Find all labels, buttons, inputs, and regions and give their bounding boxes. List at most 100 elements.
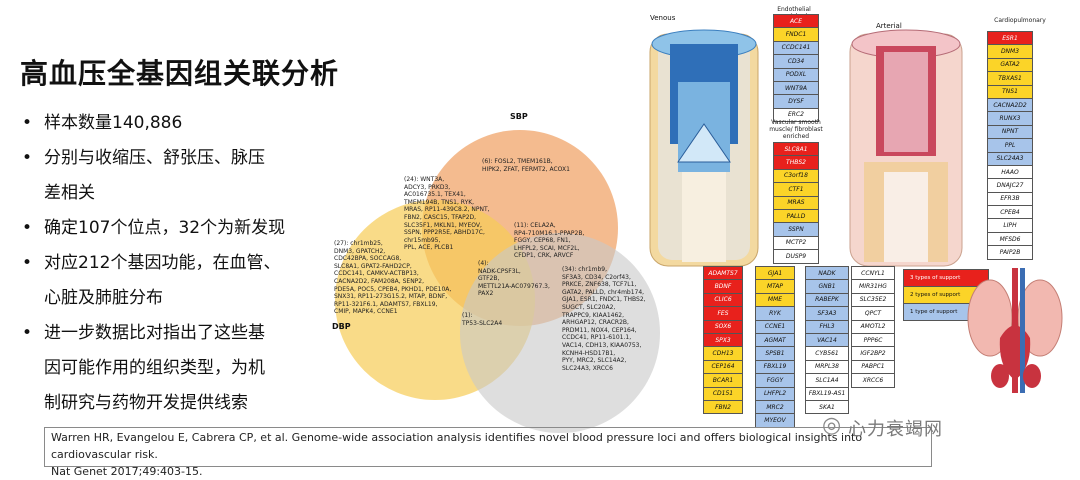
bullet-item: •样本数量140,886 [20,106,320,141]
gene-cell: MRAS [773,195,819,210]
venn-gene-line: (11): CELA2A, [514,222,556,229]
gene-cell: LHFPL2 [755,386,795,401]
gene-cell: IGF2BP2 [851,346,895,361]
gene-cell: MRC2 [755,399,795,415]
gene-cell: XRCC6 [851,373,895,388]
venn-gene-line: chr15mb95, [404,236,441,244]
gene-cell: EFR3B [987,191,1033,207]
gene-cell: ADAMTS7 [703,266,743,281]
gene-cell: GNB1 [805,279,849,294]
gene-cell: SF3A3 [805,306,849,321]
bullet-text: 因可能作用的组织类型，为机 [44,358,265,378]
venn-gene-line: TP53-SLC2A4 [462,319,503,327]
venn-gene-line: PDE5A, POC5, CPEB4, PKHD1, PDE10A, [334,285,452,293]
bullet-text: 差相关 [44,183,95,203]
gene-cell: ESR1 [987,31,1033,46]
gene-cell: SLC35E2 [851,292,895,308]
bullet-text: 确定107个位点，32个为新发现 [44,218,286,238]
venn-gene-line: SLC8A1, GPAT2-FAHD2CP, [334,262,412,270]
gene-cell: QPCT [851,306,895,321]
gene-cell: SOX6 [703,319,743,334]
bullet-item: •对应212个基因功能，在血管、 [20,246,320,281]
venn-gene-line: SF3A3, CD34, C2orf43, [562,273,631,281]
gene-cell: PODXL [773,67,819,82]
vessel-illustrations [649,29,963,267]
gene-cell: AMOTL2 [851,319,895,334]
gene-cell: PPP6C [851,332,895,348]
gene-cell: MTAP [755,279,795,294]
gene-cell: BDNF [703,279,743,294]
gene-cell: CACNA2D2 [987,97,1033,113]
venn-gene-line: CMIP, MAPK4, CCNE1 [334,308,398,316]
venn-gene-line: GATA2, PALLD, chr4mb174, [562,288,645,296]
venous-vessel-illustration [649,29,759,267]
gene-cell: CD34 [773,54,819,69]
heart-lung-illustration [967,268,1063,393]
venn-region-sbp-dbp: (24): WNT3A,ADCY3, PRKD3,AC016735.1, TEX… [404,176,514,252]
venn-gene-line: FBN2, CASC15, TFAP2D, [404,213,477,221]
gene-cell: AGMAT [755,332,795,348]
gene-cell: SSPN [773,222,819,237]
gene-cell: ERC2 [773,107,819,123]
gene-cell: MIR31HG [851,279,895,294]
venn-gene-line: PRDM11, NOX4, CEP164, CCDC41, RP11-6101.… [562,326,637,342]
brand-watermark: 心力衰竭网 [848,419,943,440]
venn-gene-line: MRAS, RP11-439C8.2, NPNT, [404,206,490,214]
venn-gene-line: PYY, MRC2, SLC14A2, [562,357,627,365]
bullet-item: 差相关 [20,176,320,211]
bullet-item: •分别与收缩压、舒张压、脉压 [20,141,320,176]
venn-gene-line: LHFPL2, SCAI, MCF2L, [514,244,580,252]
gene-cell: SPSB1 [755,346,795,361]
cardiopulmonary-header: Cardiopulmonary [994,17,1046,24]
gene-cell: PABPC1 [851,359,895,375]
gene-cell: FHL3 [805,319,849,334]
gene-cell: NADK [805,266,849,281]
bullet-text: 分别与收缩压、舒张压、脉压 [44,148,265,168]
venn-gene-line: PRKCE, ZNF638, TCF7L1, [562,281,637,289]
venn-gene-line: (24): WNT3A, [404,176,445,183]
venn-gene-line: SSPN, PPP2R5E, ABHD17C, [404,229,485,237]
bullet-text: 制研究与药物开发提供线索 [44,393,248,413]
bullet-text: 心脏及肺脏分布 [44,288,163,308]
venn-gene-line: CDC42BPA, SOCCAG8, [334,255,402,263]
bullet-marker: • [22,218,33,238]
gene-cell: CDH13 [703,346,743,361]
smooth-muscle-header: Vascular smooth muscle/ fibroblast enric… [769,119,823,140]
venn-gene-line: SLC35F1, MKLN1, MYEOV, [404,221,482,229]
gene-cell: TNS1 [987,84,1033,99]
venn-region-all-three: (4):NADK-CPSF3L,GTF2B,METTL21A-AC079767.… [478,260,558,298]
venn-gene-line: PPL, ACE, PLCB1 [404,244,454,252]
arterial-label: Arterial [876,22,902,30]
gene-cell: SPX3 [703,332,743,348]
gene-cell: DNAJC27 [987,178,1033,193]
venn-gene-line: SLC24A3, XRCC6 [562,364,613,372]
venn-gene-line: PAX2 [478,290,494,298]
venn-region-sbp-only: (6): FOSL2, TMEM161B,HIPK2, ZFAT, FERMT2… [482,158,602,173]
venn-gene-line: (1): [462,312,473,319]
gene-cell: CYB561 [805,346,849,361]
bullet-marker: • [22,323,33,343]
gene-cell: VAC14 [805,332,849,348]
venn-region-dbp-only: (27): chr1mb25,DNM3, GPATCH2,CDC42BPA, S… [334,240,464,316]
gene-cell: FES [703,306,743,321]
venn-gene-line: (34): chr1mb9, [562,266,608,273]
gene-cell: PALLD [773,208,819,224]
gene-cell: MCTP2 [773,235,819,251]
bullet-list: •样本数量140,886•分别与收缩压、舒张压、脉压差相关•确定107个位点，3… [20,106,320,421]
gene-cell: RUNX3 [987,111,1033,126]
venn-circle-pp [460,233,660,433]
venn-diagram: SBP DBP PP (6): FOSL2, TMEM161B,HIPK2, Z… [330,100,700,445]
bullet-text: 样本数量140,886 [44,113,183,133]
venn-gene-line: RP11-321F6.1, ADAMTS7, FBXL19, [334,300,438,308]
gene-cell: FBXL19-AS1 [805,386,849,401]
bullet-item: 心脏及肺脏分布 [20,281,320,316]
venn-gene-line: TRAPPC9, KIAA1462, ARHGAP12, CRACR2B, [562,311,629,327]
gene-cell: CCNYL1 [851,266,895,281]
venn-gene-line: AC016735.1, TEX41, [404,191,466,199]
gene-cell: TBXAS1 [987,71,1033,86]
